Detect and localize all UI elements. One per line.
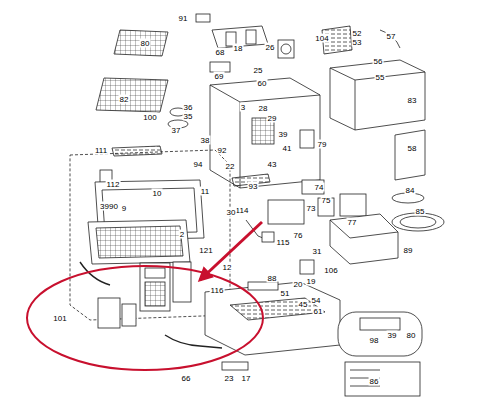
callout-number: 80 (406, 331, 417, 340)
callout-number: 58 (407, 144, 418, 153)
callout-number: 30 (226, 208, 237, 217)
callout-number: 11 (200, 187, 210, 196)
callout-number: 2 (179, 230, 185, 239)
callout-number: 115 (276, 238, 291, 247)
callout-number: 31 (312, 247, 323, 256)
callout-number: 55 (375, 73, 386, 82)
callout-number: 66 (181, 374, 192, 383)
callout-number: 12 (222, 263, 233, 272)
callout-number: 18 (233, 44, 244, 53)
callout-number: 79 (317, 140, 328, 149)
callout-number: 52 (352, 29, 363, 38)
callout-number: 84 (405, 186, 416, 195)
callout-number: 91 (178, 14, 189, 23)
callout-number: 28 (258, 104, 269, 113)
callout-number: 9 (121, 204, 127, 213)
callout-number: 80 (140, 39, 151, 48)
callout-number: 112 (106, 180, 121, 189)
callout-number: 75 (321, 196, 332, 205)
callout-number: 61 (313, 307, 324, 316)
callout-number: 92 (217, 146, 228, 155)
callout-number: 94 (193, 160, 204, 169)
highlight-ellipse (27, 266, 263, 370)
callout-number: 114 (235, 206, 250, 215)
callout-number: 60 (257, 79, 268, 88)
callout-number: 106 (323, 266, 338, 275)
callout-number: 74 (314, 183, 325, 192)
callout-number: 10 (152, 189, 163, 198)
callout-number: 104 (314, 34, 329, 43)
callout-number: 19 (306, 277, 317, 286)
callout-number: 35 (183, 112, 194, 121)
callout-number: 57 (386, 32, 397, 41)
callout-number: 101 (52, 314, 67, 323)
callout-number: 68 (215, 48, 226, 57)
callout-number: 121 (198, 246, 213, 255)
callout-number: 39 (278, 130, 289, 139)
callout-number: 116 (210, 286, 225, 295)
callout-number: 82 (119, 95, 130, 104)
callout-number: 26 (265, 43, 276, 52)
callout-number: 86 (369, 377, 380, 386)
callout-number: 53 (352, 38, 363, 47)
callout-number: 36 (183, 103, 194, 112)
callout-number: 22 (225, 162, 236, 171)
callout-number: 111 (94, 146, 108, 155)
callout-number: 39 (387, 331, 398, 340)
callout-number: 25 (253, 66, 264, 75)
callout-number: 73 (306, 204, 317, 213)
callout-number: 88 (267, 274, 278, 283)
callout-number: 17 (241, 374, 252, 383)
callout-number: 43 (267, 160, 278, 169)
callout-number: 85 (415, 207, 426, 216)
callout-number: 54 (311, 296, 322, 305)
callout-number: 76 (293, 231, 304, 240)
callout-number: 20 (293, 280, 304, 289)
callout-number: 56 (373, 57, 384, 66)
callout-number: 38 (200, 136, 211, 145)
callout-number: 93 (248, 182, 259, 191)
callout-number: 77 (347, 218, 358, 227)
callout-number: 83 (407, 96, 418, 105)
callout-number: 29 (267, 114, 278, 123)
callout-number: 3990 (99, 202, 119, 211)
callout-number: 45 (298, 300, 309, 309)
callout-number: 69 (214, 72, 225, 81)
callout-number: 23 (224, 374, 235, 383)
callout-number: 89 (403, 246, 414, 255)
callout-number: 3 (240, 103, 246, 112)
callout-number: 37 (171, 126, 182, 135)
callout-number: 98 (369, 336, 380, 345)
callout-number: 51 (280, 289, 291, 298)
callout-number: 41 (282, 144, 293, 153)
callout-number: 100 (142, 113, 157, 122)
